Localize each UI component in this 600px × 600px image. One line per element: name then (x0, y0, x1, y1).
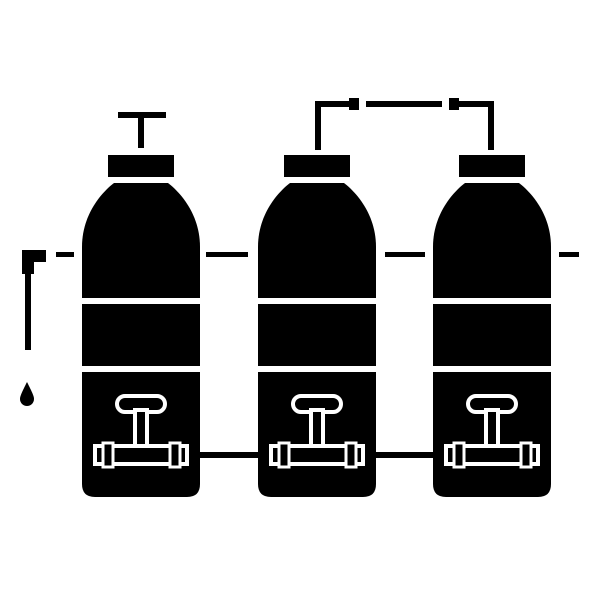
tank-band-upper (79, 298, 203, 304)
bottom-manifold-pipe (93, 441, 540, 469)
tank-cap (459, 155, 525, 177)
tank-band-lower (430, 366, 554, 372)
water-drop-icon (20, 382, 34, 406)
top-connecting-pipe (315, 98, 494, 150)
inlet-line (56, 252, 579, 257)
tank-band-upper (430, 298, 554, 304)
tank-band-lower (255, 366, 379, 372)
filter-tank-1 (79, 155, 203, 497)
filter-tank-3 (430, 155, 554, 497)
valve-icon (115, 394, 167, 454)
filter-tank-2 (255, 155, 379, 497)
tank-cap (284, 155, 350, 177)
tank-cap (108, 155, 174, 177)
outlet-pipe (22, 250, 46, 350)
tank-band-upper (255, 298, 379, 304)
tank-band-lower (79, 366, 203, 372)
handle-icon (118, 112, 166, 148)
